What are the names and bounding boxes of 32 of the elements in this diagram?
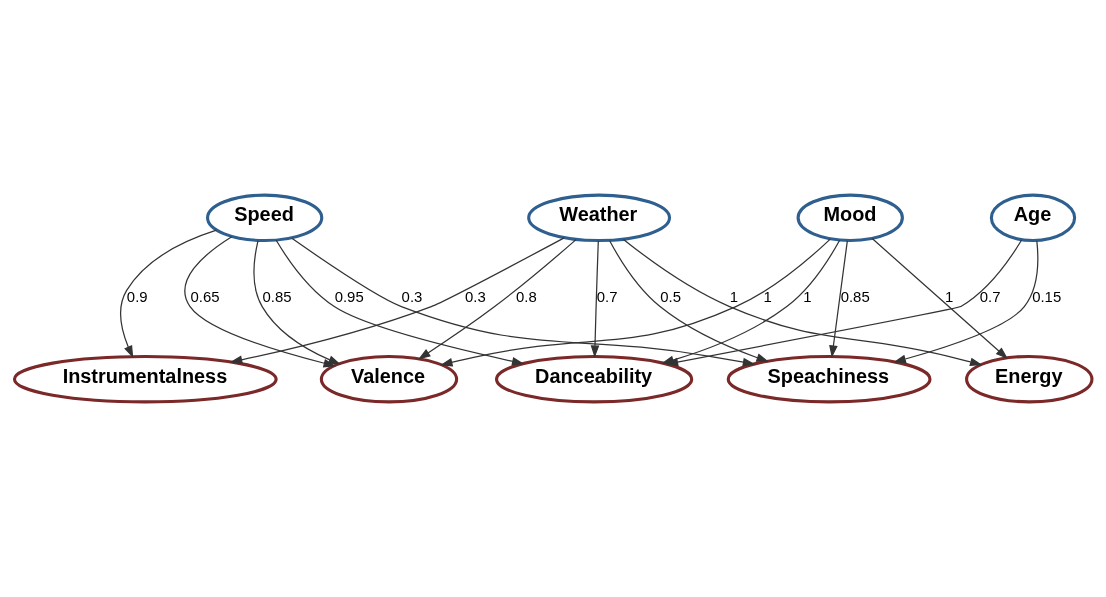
edge-label: 0.15	[1032, 289, 1062, 306]
arrow	[590, 240, 600, 358]
arrow	[120, 229, 218, 359]
edge-label: 1	[729, 289, 739, 306]
arrow	[184, 236, 336, 368]
edge-label: 0.85	[840, 289, 870, 306]
node-ellipse: Mood	[796, 193, 904, 243]
edge-label: 0.85	[262, 289, 292, 306]
node-ellipse: Weather	[527, 193, 672, 243]
arrow	[665, 239, 1023, 367]
arrow	[893, 240, 1039, 364]
arrow	[609, 240, 769, 362]
arrow	[229, 237, 565, 364]
edge-label: 0.95	[334, 289, 364, 306]
edge-label: 0.7	[596, 289, 618, 306]
edge-label: 0.8	[516, 289, 537, 306]
node-ellipse: Age	[989, 193, 1077, 243]
arrow	[253, 240, 341, 365]
edge-label: 0.3	[401, 289, 423, 306]
edge-label: 1	[763, 289, 772, 306]
node-ellipse: Speed	[206, 193, 324, 243]
arrow	[418, 238, 577, 360]
edge-label: 0.3	[465, 289, 486, 306]
edge-label: 0.9	[126, 289, 148, 306]
edge-label: 0.7	[979, 289, 1001, 306]
edge-label: 1	[944, 289, 954, 306]
edge-label: 0.5	[660, 289, 681, 306]
arrow	[275, 239, 525, 366]
edge-label: 0.65	[190, 289, 220, 306]
arrow	[829, 240, 848, 358]
edge-label: 1	[803, 289, 812, 306]
arrow	[871, 237, 1008, 360]
